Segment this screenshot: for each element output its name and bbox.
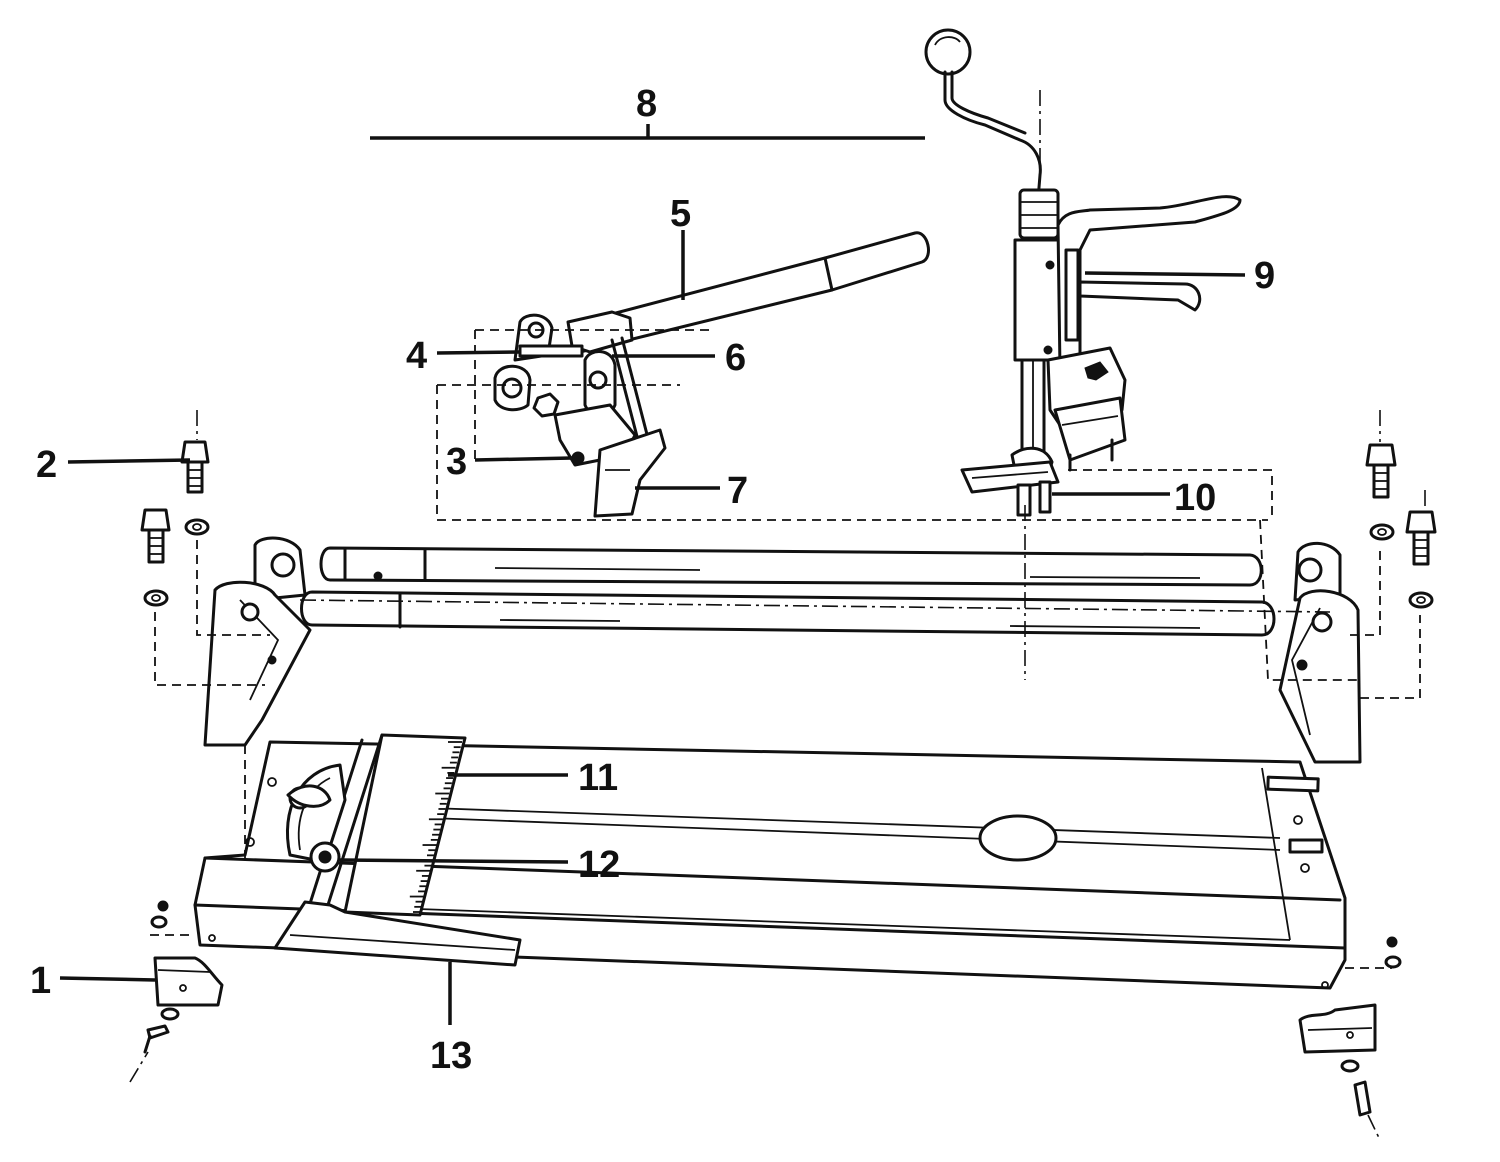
breaker-lever-assembly	[924, 28, 1242, 517]
callout-4: 4	[406, 335, 427, 377]
measuring-ruler	[298, 733, 467, 937]
leader-lines	[59, 124, 1246, 1025]
callout-labels: 1 2 3 4 5 6 7 8 9 10 11 12 13	[30, 83, 1275, 1077]
callout-13: 13	[430, 1035, 472, 1077]
callout-10: 10	[1174, 477, 1216, 519]
rubber-feet	[143, 900, 1402, 1117]
center-axis-lines	[129, 90, 1426, 1141]
square-guide	[273, 900, 522, 967]
callout-11: 11	[578, 757, 618, 799]
callout-6: 6	[725, 337, 746, 379]
assembly-dashed-lines	[150, 329, 1421, 969]
callout-5: 5	[670, 193, 691, 235]
angle-protractor	[285, 763, 347, 873]
callout-7: 7	[727, 470, 748, 512]
callout-3: 3	[446, 441, 467, 483]
scoring-handle-assembly	[493, 231, 930, 518]
base-plate	[193, 740, 1347, 990]
left-end-bracket	[203, 536, 312, 747]
callout-8: 8	[636, 83, 657, 125]
callout-2: 2	[36, 444, 57, 486]
guide-rails	[300, 546, 1276, 637]
callout-1: 1	[30, 960, 51, 1002]
right-end-bracket	[1278, 541, 1362, 764]
callout-9: 9	[1254, 255, 1275, 297]
callout-12: 12	[578, 844, 620, 886]
bolt-washer-set	[140, 440, 1437, 609]
